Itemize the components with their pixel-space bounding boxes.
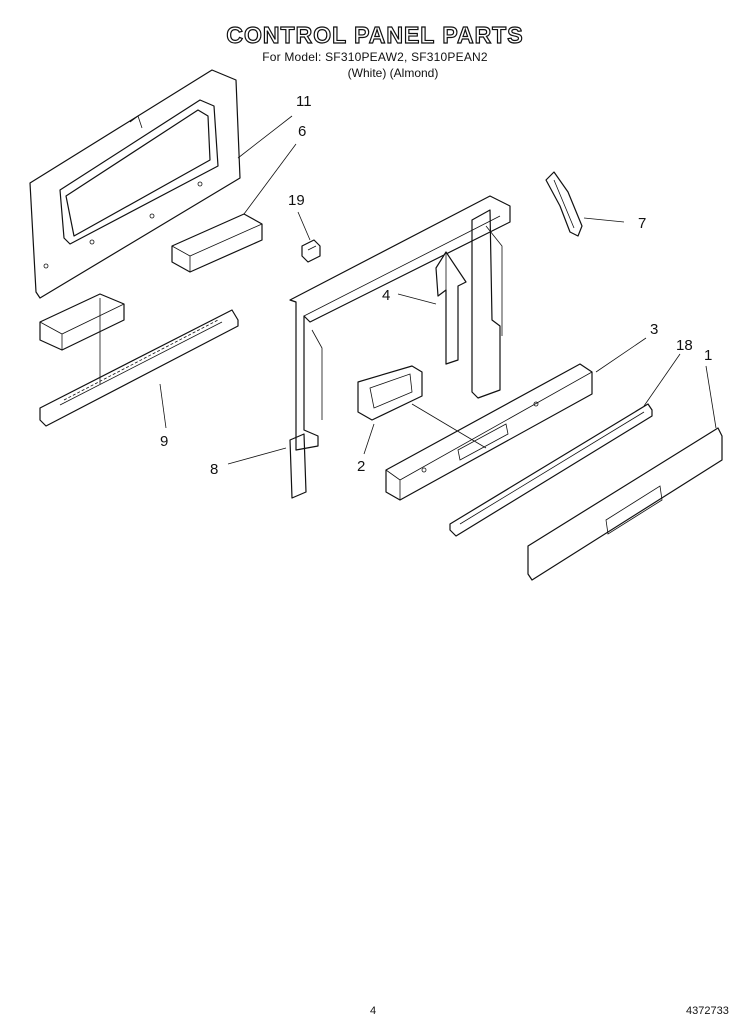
part-18-trim-strip bbox=[449, 403, 653, 537]
model-numbers: For Model: SF310PEAW2, SF310PEAN2 bbox=[262, 50, 488, 64]
callout-8: 8 bbox=[210, 461, 218, 478]
callout-9: 9 bbox=[160, 433, 168, 450]
model-colors: (White) (Almond) bbox=[347, 66, 439, 80]
callout-3: 3 bbox=[650, 321, 658, 338]
callout-4: 4 bbox=[382, 287, 390, 304]
part-19-clip bbox=[301, 239, 321, 263]
document-part-number: 4372733 bbox=[686, 1005, 729, 1017]
part-11-back-panel bbox=[29, 69, 241, 299]
callout-11: 11 bbox=[296, 93, 312, 110]
part-8-side-bracket bbox=[289, 195, 511, 499]
frame-right-bracket bbox=[471, 209, 503, 399]
callout-6: 6 bbox=[298, 123, 306, 140]
callout-2: 2 bbox=[357, 458, 365, 475]
callout-7: 7 bbox=[638, 215, 646, 232]
part-1-overlay bbox=[527, 427, 723, 581]
page-title: CONTROL PANEL PARTS bbox=[226, 21, 524, 48]
part-7-end-cap bbox=[545, 171, 583, 237]
callout-1: 1 bbox=[704, 347, 712, 364]
leader-lines bbox=[159, 115, 717, 465]
part-2-display-board bbox=[357, 365, 423, 421]
part-3-control-panel bbox=[385, 363, 593, 501]
part-6-insulation bbox=[39, 213, 263, 351]
callout-18: 18 bbox=[676, 337, 693, 354]
page-number: 4 bbox=[370, 1005, 377, 1017]
part-4-center-bracket bbox=[435, 251, 467, 365]
callout-19: 19 bbox=[288, 192, 305, 209]
part-9-vent-strip bbox=[39, 298, 239, 427]
